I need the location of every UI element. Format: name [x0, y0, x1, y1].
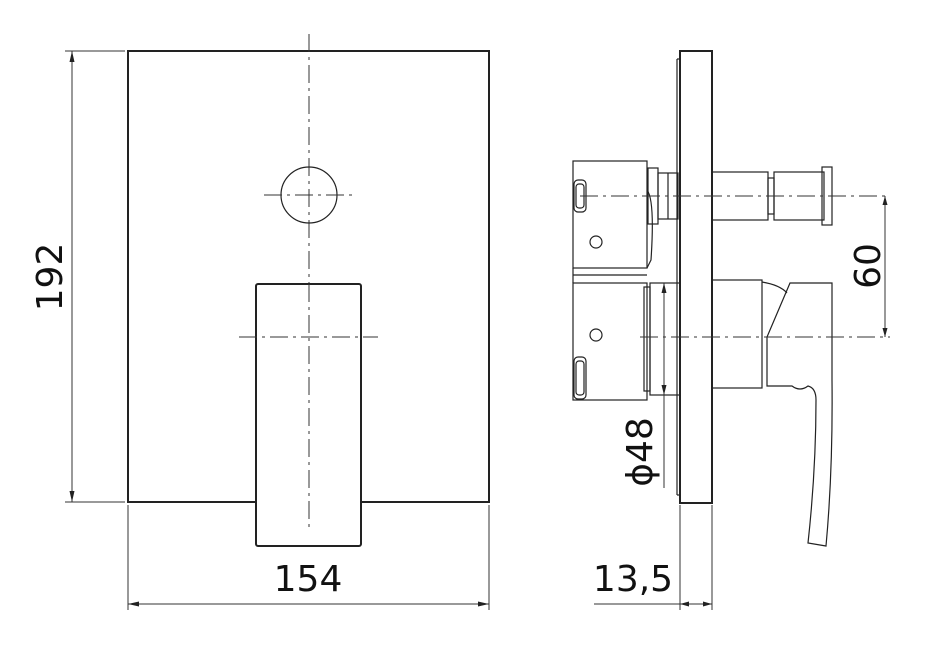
axis-spacing-dimension: 60: [848, 196, 889, 337]
width-dimension: 154: [127, 505, 490, 610]
front-view: 192 154: [30, 34, 490, 610]
lever-handle-side: [711, 279, 833, 547]
diameter-dimension: ϕ48: [620, 283, 667, 488]
diameter-label: ϕ48: [620, 417, 661, 487]
wall-plate-side: [679, 50, 713, 504]
side-view: 60 ϕ48 13,5: [572, 50, 890, 610]
width-dimension-label: 154: [274, 559, 343, 600]
axis-spacing-label: 60: [848, 243, 889, 289]
height-dimension-label: 192: [30, 243, 71, 312]
plate-thickness-label: 13,5: [593, 559, 673, 600]
plate-thickness-dimension: 13,5: [593, 505, 713, 610]
height-dimension: 192: [30, 50, 125, 503]
